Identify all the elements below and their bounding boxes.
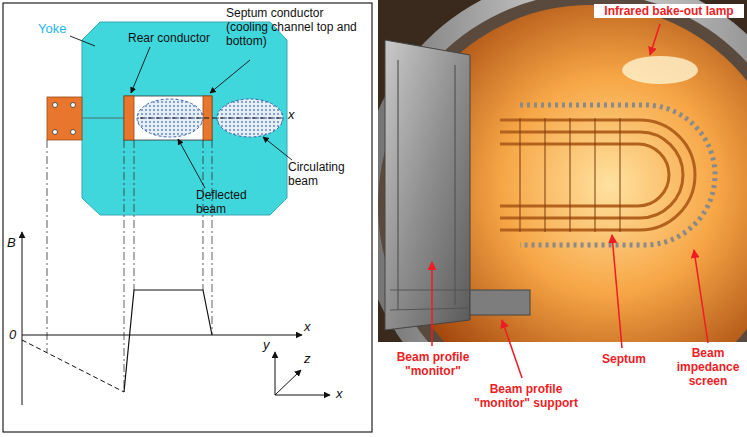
axis-label: 0 bbox=[9, 328, 21, 342]
part-label: Deflected beam bbox=[196, 188, 266, 216]
axis-label: x bbox=[288, 108, 302, 122]
photo-callout: Beam impedance screen bbox=[672, 346, 744, 388]
part-label: Septum conductor (cooling channel top an… bbox=[226, 6, 364, 48]
photo-callout: Infrared bake-out lamp bbox=[594, 4, 744, 18]
photo-callout: Beam profile "monitor" support bbox=[470, 382, 582, 410]
part-label: Circulating beam bbox=[288, 160, 358, 188]
photo-callout: Septum bbox=[592, 352, 656, 366]
axis-label: B bbox=[7, 236, 21, 250]
photo-callout: Beam profile "monitor" bbox=[392, 350, 474, 378]
axis-label: y bbox=[263, 338, 275, 352]
part-label: Yoke bbox=[38, 22, 88, 36]
part-label: Rear conductor bbox=[128, 31, 228, 45]
axis-label: z bbox=[304, 352, 316, 366]
axis-label: x bbox=[336, 387, 350, 401]
axis-label: x bbox=[304, 320, 318, 334]
